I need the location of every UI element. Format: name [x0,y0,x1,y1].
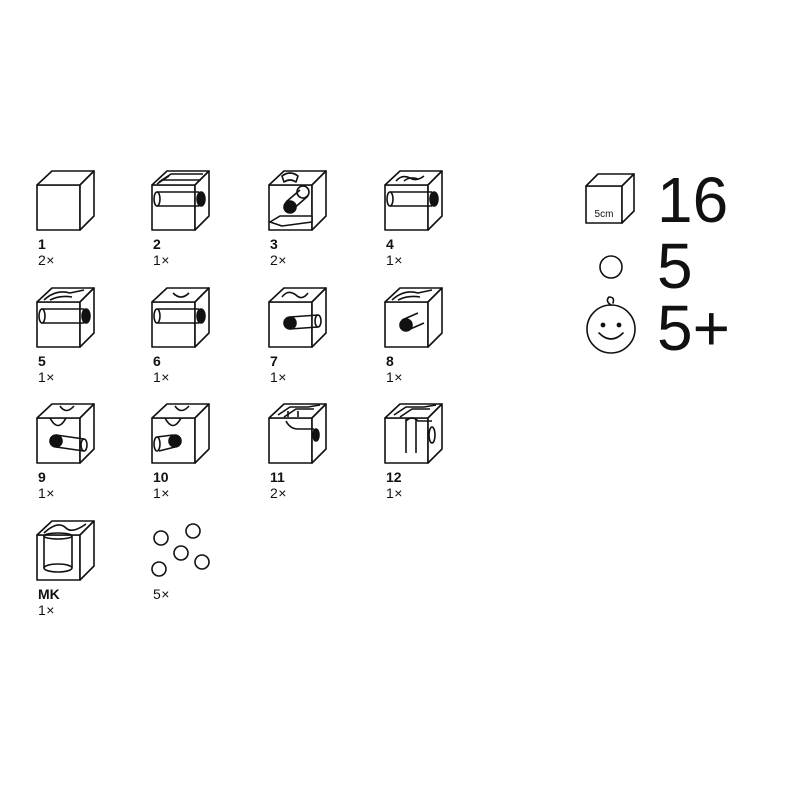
notch-hole-cube-icon [268,287,327,348]
piece-2: 2 1× [151,170,241,268]
piece-quantity: 2× [38,252,55,268]
piece-9: 9 1× [36,403,126,501]
piece-number: 11 [270,469,285,485]
piece-number: 5 [38,353,46,369]
piece-number: 4 [386,236,394,252]
piece-quantity: 1× [38,369,55,385]
piece-quantity: 2× [270,252,287,268]
piece-quantity: 1× [153,252,170,268]
piece-quantity: 5× [153,586,170,602]
piece-number: 8 [386,353,394,369]
piece-quantity: 1× [153,369,170,385]
piece-number: 1 [38,236,46,252]
piece-4: 4 1× [384,170,474,268]
piece-10: 10 1× [151,403,241,501]
piece-1: 1 2× [36,170,126,268]
cube-count: 16 [657,164,729,236]
v-notch-angled-hole-cube-icon [151,403,210,464]
marble-icon [599,255,623,279]
piece-quantity: 1× [386,369,403,385]
piece-number: 10 [153,469,169,485]
piece-quantity: 1× [270,369,287,385]
age-label: 5+ [657,292,730,364]
marbles-icon [151,523,210,577]
v-notch-hole-cube-icon [36,403,95,464]
child-face-icon [586,296,636,354]
piece-number: 6 [153,353,161,369]
piece-mk: MK 1× [36,520,126,618]
piece-quantity: 1× [38,602,55,618]
piece-number: 2 [153,236,161,252]
piece-3: 3 2× [268,170,358,268]
piece-marbles: 5× [151,520,241,602]
piece-number: 3 [270,236,278,252]
piece-number: 12 [386,469,402,485]
summary-marbles: 5 [585,231,785,301]
piece-8: 8 1× [384,287,474,385]
ball-drop-cube-icon [268,170,327,231]
plain-cube-icon [36,170,95,231]
summary-age: 5+ [585,293,785,363]
curve-hole-cube-icon [384,287,443,348]
piece-12: 12 1× [384,403,474,501]
tunnel-cube-icon [151,170,210,231]
notch-tunnel-cube-icon [151,287,210,348]
piece-quantity: 1× [38,485,55,501]
piece-number: 9 [38,469,46,485]
curve-tunnel-cube-icon [384,170,443,231]
piece-quantity: 1× [386,252,403,268]
piece-quantity: 1× [386,485,403,501]
cross-channel-cube-icon [268,403,327,464]
piece-number: MK [38,586,60,602]
drop-channel-cube-icon [384,403,443,464]
piece-11: 11 2× [268,403,358,501]
cube-size-label: 5cm [595,209,614,220]
side-curve-tunnel-cube-icon [36,287,95,348]
marble-count: 5 [657,230,693,302]
piece-7: 7 1× [268,287,358,385]
piece-5: 5 1× [36,287,126,385]
piece-quantity: 1× [153,485,170,501]
piece-number: 7 [270,353,278,369]
piece-6: 6 1× [151,287,241,385]
summary-cubes: 5cm 16 [585,165,785,235]
cube-size-icon: 5cm [585,173,635,224]
bowl-cube-icon [36,520,95,581]
piece-quantity: 2× [270,485,287,501]
